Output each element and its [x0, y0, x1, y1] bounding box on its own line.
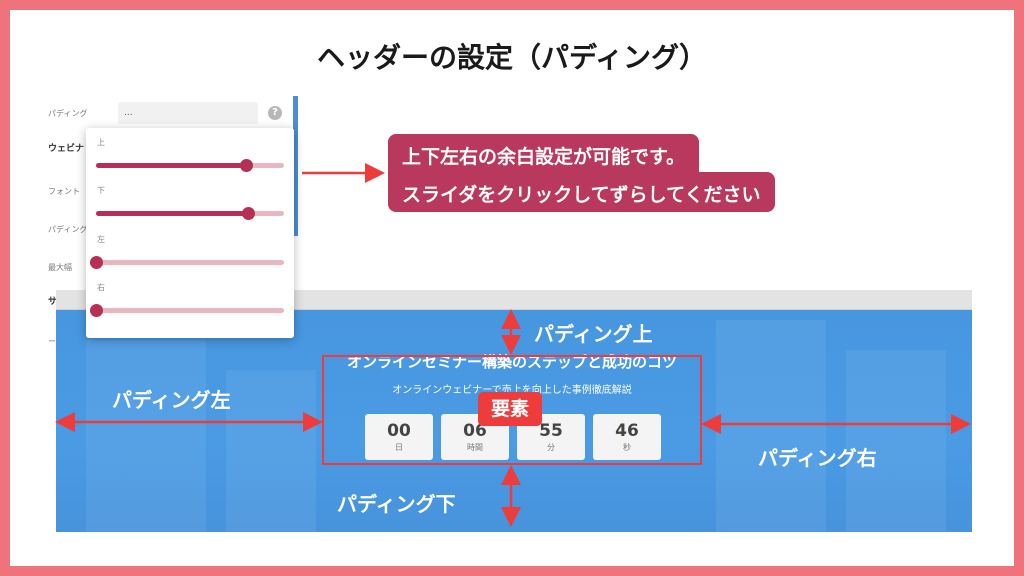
countdown-unit: 秒	[623, 443, 631, 452]
countdown-value: 06	[463, 421, 487, 441]
background-building	[86, 340, 206, 532]
slider-track	[96, 308, 284, 313]
slider-thumb[interactable]	[90, 256, 103, 269]
webinar-label: ウェビナ	[48, 144, 85, 154]
slide-title: ヘッダーの設定（パディング）	[316, 41, 708, 74]
countdown-value: 46	[615, 421, 639, 441]
background-building	[226, 370, 316, 532]
scroll-indicator[interactable]	[293, 96, 298, 236]
element-outline	[322, 355, 702, 465]
slider-label-top: 上	[97, 138, 105, 147]
padding-bottom-label: パディング下	[337, 492, 456, 516]
font-label: フォント	[48, 187, 80, 196]
slider-fill	[96, 163, 246, 168]
hero-subtitle: オンラインウェビナーで売上を向上した事例徹底解説	[392, 385, 632, 396]
max-width-label: 最大幅	[48, 263, 72, 272]
countdown-days: 00 日	[365, 414, 433, 460]
countdown-unit: 時間	[467, 443, 483, 452]
slider-right[interactable]	[90, 303, 284, 317]
padding-input[interactable]: ...	[118, 102, 258, 124]
countdown-unit: 日	[395, 443, 403, 452]
question-circle-icon[interactable]: ?	[268, 106, 282, 120]
countdown-seconds: 46 秒	[593, 414, 661, 460]
slider-label-right: 右	[97, 283, 105, 292]
callout-note: 上下左右の余白設定が可能です。 スライダをクリックしてずらしてください	[388, 134, 864, 214]
slider-top[interactable]	[96, 158, 284, 172]
callout-line-1: 上下左右の余白設定が可能です。	[388, 134, 700, 174]
slider-fill	[96, 211, 248, 216]
slider-label-bottom: 下	[97, 186, 105, 195]
padding-popup: 上 下 左 右	[86, 128, 294, 338]
slider-thumb[interactable]	[90, 304, 103, 317]
background-building	[846, 350, 946, 532]
slider-track	[96, 260, 284, 265]
element-badge: 要素	[478, 392, 542, 426]
slider-left[interactable]	[90, 255, 284, 269]
preview-content-area	[56, 532, 972, 558]
slider-bottom[interactable]	[96, 206, 284, 220]
countdown-value: 00	[387, 421, 411, 441]
callout-line-2: スライダをクリックしてずらしてください	[388, 172, 775, 212]
slider-thumb[interactable]	[242, 207, 255, 220]
padding-label-2: パディング	[48, 225, 88, 234]
countdown-value: 55	[539, 421, 563, 441]
slider-label-left: 左	[97, 235, 105, 244]
slider-thumb[interactable]	[240, 159, 253, 172]
countdown-unit: 分	[547, 443, 555, 452]
padding-left-label: パディング左	[112, 388, 231, 412]
padding-label: パディング	[48, 109, 88, 118]
hero-title: オンラインセミナー構築のステップと成功のコツ	[346, 353, 677, 371]
padding-top-label: パディング上	[534, 322, 653, 346]
padding-right-label: パディング右	[758, 446, 877, 470]
